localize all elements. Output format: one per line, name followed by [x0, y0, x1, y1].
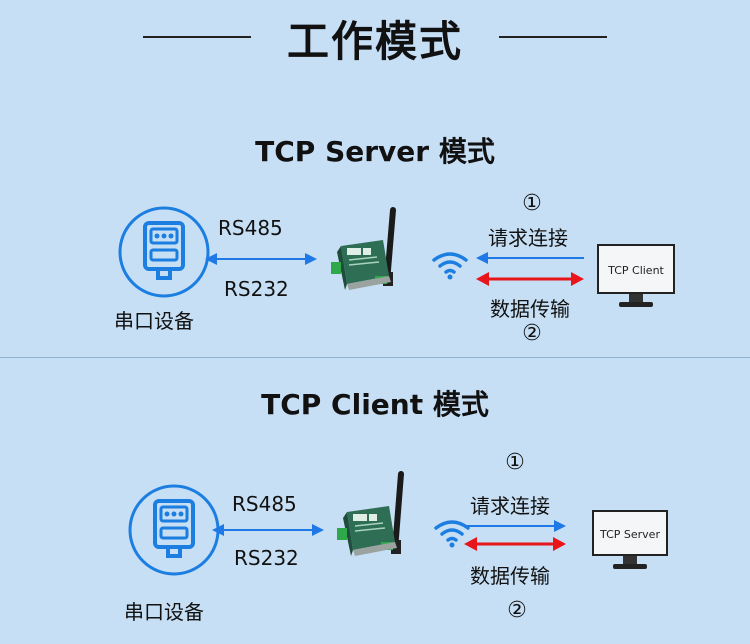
client-router — [331, 470, 421, 570]
server-request-label: 请求连接 — [488, 226, 568, 250]
client-transfer-label: 数据传输 — [470, 564, 550, 588]
client-serial-device — [128, 484, 220, 576]
client-device-label: 串口设备 — [124, 600, 204, 624]
client-serial-arrow — [212, 524, 324, 536]
server-protocol-rs232: RS232 — [224, 277, 289, 301]
client-monitor-text: TCP Server — [599, 528, 660, 541]
title-rule-right — [499, 36, 607, 38]
router-icon — [331, 207, 396, 290]
server-protocol-rs485: RS485 — [218, 216, 283, 240]
server-device-label: 串口设备 — [114, 309, 194, 333]
serial-port-icon — [118, 206, 210, 298]
client-request-label: 请求连接 — [470, 494, 550, 518]
server-step-1: ① — [522, 191, 542, 216]
page-title: 工作模式 — [286, 17, 463, 66]
server-transfer-label: 数据传输 — [490, 297, 570, 321]
client-step-2: ② — [507, 598, 527, 623]
serial-port-icon — [128, 484, 220, 576]
client-section-title: TCP Client 模式 — [261, 388, 489, 421]
router-icon — [337, 471, 404, 556]
title-rule-left — [143, 36, 251, 38]
client-protocol-rs485: RS485 — [232, 492, 297, 516]
server-router — [325, 204, 415, 304]
server-serial-device — [118, 206, 210, 298]
client-request-arrow — [464, 520, 566, 532]
server-request-arrow — [476, 252, 584, 264]
server-monitor-text: TCP Client — [607, 264, 664, 277]
server-step-2: ② — [522, 321, 542, 346]
server-monitor-icon: TCP Client — [597, 244, 675, 307]
client-step-1: ① — [505, 450, 525, 475]
server-section-title: TCP Server 模式 — [255, 135, 495, 168]
section-divider — [0, 357, 750, 358]
server-transfer-arrow — [476, 272, 584, 286]
client-protocol-rs232: RS232 — [234, 546, 299, 570]
wifi-icon — [432, 252, 468, 280]
client-monitor-icon: TCP Server — [592, 510, 668, 569]
server-serial-arrow — [205, 253, 317, 265]
client-transfer-arrow — [464, 537, 566, 551]
